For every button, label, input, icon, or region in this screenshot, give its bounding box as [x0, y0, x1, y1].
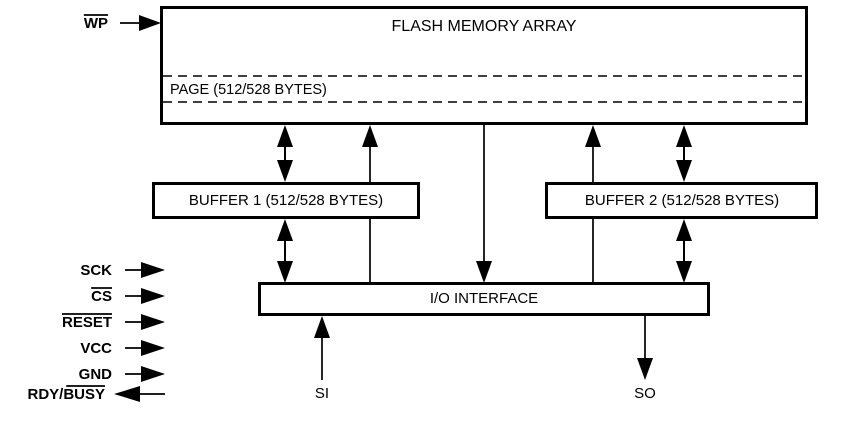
- connector-flash-buffer2-bidirectional: [676, 125, 692, 182]
- buffer2-io-down-arrowhead: [676, 261, 692, 283]
- connector-buffer2-to-flash-up: [585, 125, 601, 283]
- pin-cs-arrowhead: [141, 288, 165, 304]
- pin-reset-arrowhead: [141, 314, 165, 330]
- block-flash-memory-array: FLASH MEMORY ARRAY PAGE (512/528 BYTES): [160, 6, 808, 125]
- buffer1-io-down-arrowhead: [277, 261, 293, 283]
- pin-cs-label: CS: [91, 288, 112, 305]
- connector-buffer1-io-bidirectional: [277, 219, 293, 283]
- pin-wp-arrowhead: [139, 15, 161, 31]
- pin-gnd-arrowhead: [141, 366, 165, 382]
- io-interface-label: I/O INTERFACE: [430, 290, 538, 307]
- pin-so-label: SO: [634, 385, 656, 402]
- pin-rdy-busy: RDY/BUSY: [27, 385, 165, 403]
- pin-so-arrowhead: [637, 358, 653, 380]
- pin-vcc: VCC: [80, 340, 165, 357]
- flash-buffer1-down-arrowhead: [277, 160, 293, 182]
- pin-vcc-arrowhead: [141, 340, 165, 356]
- connector-flash-to-io-down: [476, 125, 492, 283]
- block-buffer-1: BUFFER 1 (512/528 BYTES): [152, 182, 420, 219]
- flash-buffer1-up-arrowhead: [277, 125, 293, 147]
- buffer1-flash-up-arrowhead: [362, 125, 378, 147]
- buffer-2-rect: [545, 182, 818, 219]
- pin-gnd: GND: [79, 366, 165, 383]
- flash-buffer2-up-arrowhead: [676, 125, 692, 147]
- buffer1-io-up-arrowhead: [277, 219, 293, 241]
- pin-vcc-label: VCC: [80, 340, 112, 357]
- page-row-label: PAGE (512/528 BYTES): [170, 82, 327, 98]
- pin-reset-label: RESET: [62, 314, 112, 331]
- buffer-1-rect: [152, 182, 420, 219]
- pin-sck-arrowhead: [141, 262, 165, 278]
- pin-rdy-busy-arrowhead: [114, 386, 140, 402]
- pin-sck-label: SCK: [80, 262, 112, 279]
- buffer-1-label: BUFFER 1 (512/528 BYTES): [189, 192, 383, 209]
- pin-wp: WP: [83, 14, 161, 32]
- pin-si-arrowhead: [314, 316, 330, 338]
- buffer2-io-up-arrowhead: [676, 219, 692, 241]
- flash-buffer2-down-arrowhead: [676, 160, 692, 182]
- pin-gnd-label: GND: [79, 366, 113, 383]
- io-interface-rect: [258, 282, 710, 316]
- flash-memory-array-label: FLASH MEMORY ARRAY: [392, 18, 577, 35]
- pin-rdy-busy-label: RDY/BUSY: [27, 386, 105, 403]
- connector-buffer2-io-bidirectional: [676, 219, 692, 283]
- flash-io-down-arrowhead: [476, 261, 492, 283]
- pin-cs: CS: [91, 287, 165, 305]
- block-buffer-2: BUFFER 2 (512/528 BYTES): [545, 182, 818, 219]
- pin-wp-label: WP: [84, 15, 108, 32]
- pin-so: SO: [634, 316, 656, 402]
- pin-reset: RESET: [61, 313, 165, 331]
- pin-si: SI: [314, 316, 330, 402]
- block-io-interface: I/O INTERFACE: [258, 282, 710, 316]
- pin-sck: SCK: [80, 262, 165, 279]
- buffer-2-label: BUFFER 2 (512/528 BYTES): [585, 192, 779, 209]
- pin-si-label: SI: [315, 385, 329, 402]
- flash-memory-array-rect: [160, 6, 808, 125]
- connector-flash-buffer1-bidirectional: [277, 125, 293, 182]
- connector-buffer1-to-flash-up: [362, 125, 378, 183]
- buffer2-flash-up-arrowhead: [585, 125, 601, 147]
